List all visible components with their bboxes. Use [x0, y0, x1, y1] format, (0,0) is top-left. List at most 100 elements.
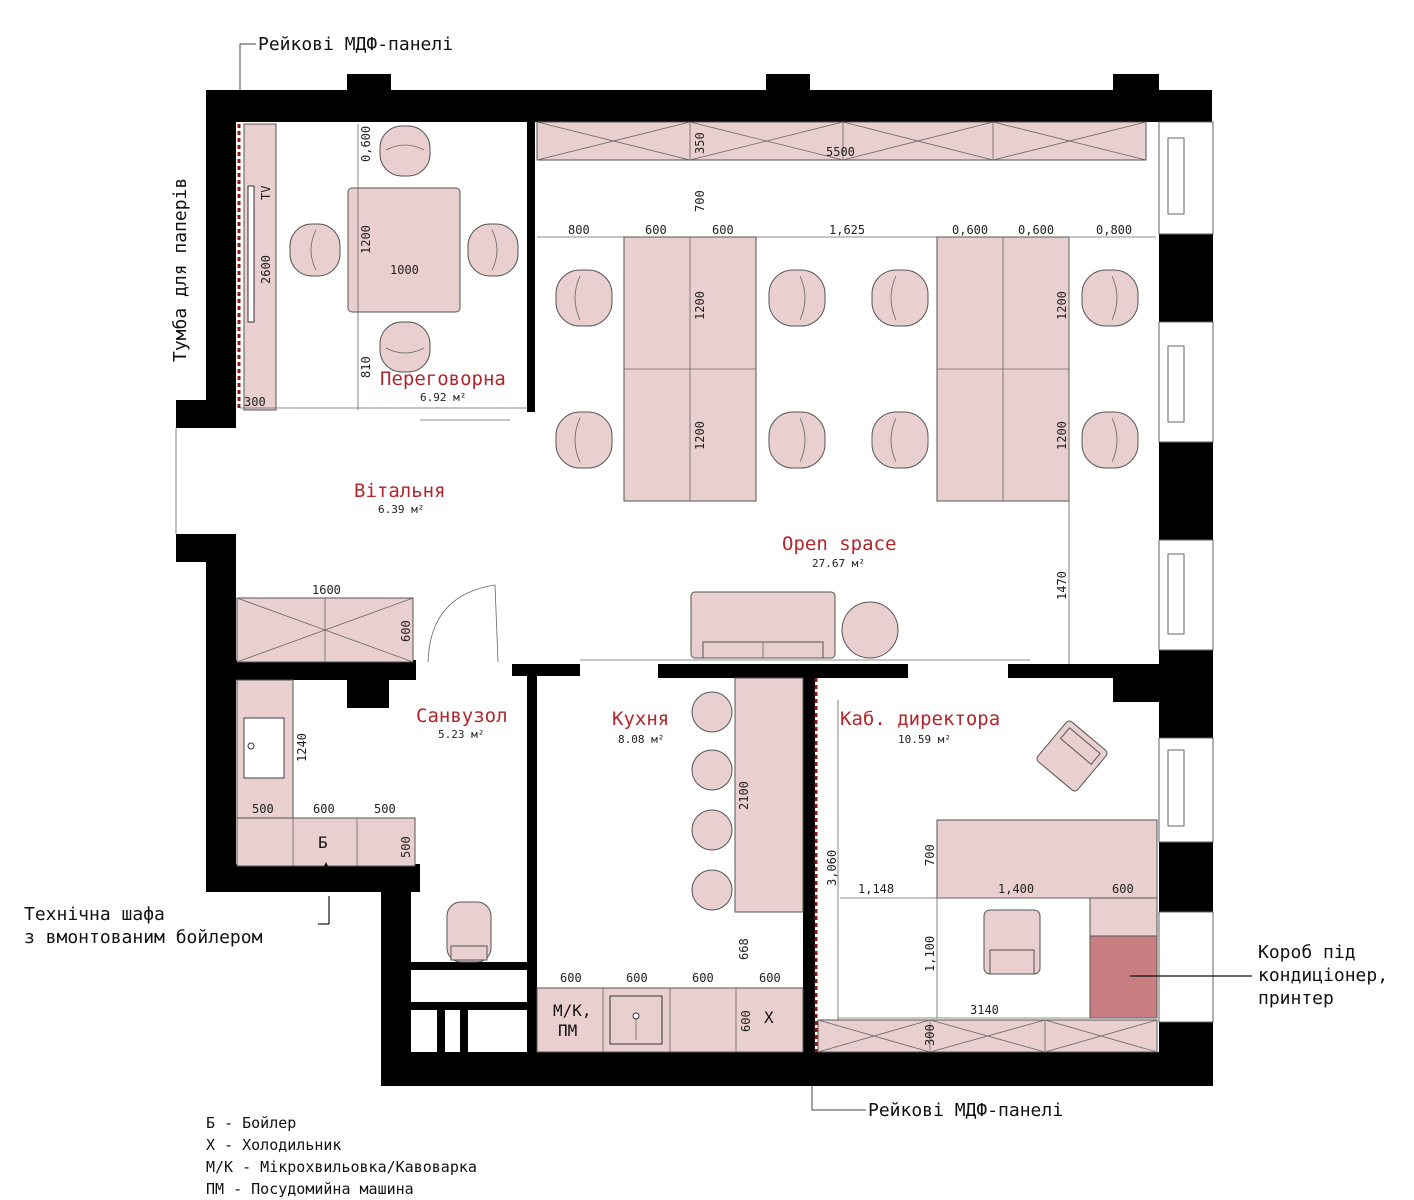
dim-wardrobe-len: 1600	[312, 583, 341, 597]
wall-kitchen-director	[803, 664, 815, 1054]
dim-k-depth: 600	[739, 1010, 753, 1032]
dim-dir-d: 700	[923, 844, 937, 866]
fridge-label: Х	[764, 1008, 774, 1027]
duct-label-1: Короб під	[1258, 942, 1356, 963]
dim-k-b: 600	[626, 971, 648, 985]
desk-return	[1089, 897, 1158, 937]
chair	[379, 125, 431, 177]
bar-stool	[691, 869, 733, 911]
window-pane	[1167, 553, 1185, 635]
closet-wall	[411, 1002, 527, 1010]
paper-cabinet-label: Тумба для паперів	[170, 178, 191, 362]
dim-dir-e: 1,100	[923, 936, 937, 972]
dim-desk-l2: 1200	[693, 421, 707, 450]
dim-meeting-wall: 2600	[259, 255, 273, 284]
wall-director-top	[1008, 664, 1118, 678]
window	[1158, 539, 1214, 651]
dim-aisle: 700	[693, 190, 707, 212]
wall-kitchen-top	[512, 664, 580, 676]
room-name-open-space: Open space	[782, 533, 896, 555]
dim-meeting-table-h: 1200	[359, 225, 373, 254]
legend: Б - Бойлер Х - Холодильник М/К - Мікрохв…	[206, 1114, 477, 1198]
legend-item: Х - Холодильник	[206, 1136, 341, 1154]
dim-k-c: 600	[692, 971, 714, 985]
legend-item: ПМ - Посудомийна машина	[206, 1180, 414, 1198]
dim-dir-wall: 3,060	[825, 850, 839, 886]
wall-right-pier	[1159, 1022, 1213, 1086]
chair	[1081, 411, 1139, 469]
tv-screen	[247, 185, 255, 323]
chair	[871, 411, 929, 469]
dim-row-b: 600	[645, 223, 667, 237]
dim-desk-l1: 1200	[693, 291, 707, 320]
legend-item: М/К - Мікрохвильовка/Кавоварка	[206, 1158, 477, 1176]
dim-bath-d: 500	[399, 836, 413, 858]
chair	[289, 223, 341, 277]
armchair	[1036, 720, 1108, 792]
dim-wardrobe-depth: 600	[399, 620, 413, 642]
dim-dir-f: 3140	[970, 1003, 999, 1017]
wall-left-lower	[381, 864, 411, 1086]
meeting-table	[347, 187, 461, 313]
dim-meeting-bottom: 810	[359, 356, 373, 378]
dim-storage-len: 5500	[826, 145, 855, 159]
chair	[555, 269, 613, 327]
wall-column	[1113, 74, 1159, 94]
window	[1158, 121, 1214, 235]
window	[1158, 911, 1214, 1023]
dim-bath-b: 600	[313, 802, 335, 816]
dim-open-right: 1470	[1055, 571, 1069, 600]
dim-desk-r2: 1200	[1055, 421, 1069, 450]
tv-label: TV	[259, 186, 273, 200]
wall-meeting-right	[527, 122, 535, 412]
director-office: 3,060 1,148 1,400 600 700 1,100 3140 300…	[814, 678, 1252, 1053]
boiler-label: Б	[318, 833, 328, 852]
room-area-open-space: 27.67 м²	[812, 557, 865, 570]
ac-duct-box	[1089, 935, 1158, 1019]
dim-desk-r1: 1200	[1055, 291, 1069, 320]
legend-item: Б - Бойлер	[206, 1114, 296, 1132]
dim-row-f: 0,600	[1018, 223, 1054, 237]
room-name-bathroom: Санвузол	[416, 705, 508, 727]
closet-wall	[437, 1010, 445, 1054]
wall-bath-kitchen	[527, 664, 537, 1054]
chair	[467, 223, 519, 277]
window	[1158, 321, 1214, 443]
director-desk	[936, 819, 1158, 899]
dim-bath-a: 500	[252, 802, 274, 816]
bath-cabinets	[236, 817, 416, 867]
microwave-label: М/К,	[553, 1001, 592, 1020]
toilet	[446, 901, 492, 963]
mdf-bottom-label: Рейкові МДФ-панелі	[868, 1100, 1063, 1121]
mdf-top-leader	[239, 43, 256, 90]
office-chair	[983, 909, 1041, 975]
window-pane	[1167, 137, 1185, 215]
wall-top	[206, 90, 1212, 122]
wall-right-pier	[1159, 234, 1213, 322]
dim-bath-sink: 1240	[295, 733, 309, 762]
window-pane	[1167, 345, 1185, 423]
wall-right-column	[1113, 664, 1173, 702]
wall-column	[347, 74, 391, 94]
dim-storage-depth: 350	[693, 132, 707, 154]
drain-icon	[632, 1012, 640, 1020]
chair	[871, 269, 929, 327]
wall-column-bath	[347, 660, 389, 708]
dim-k-a: 600	[560, 971, 582, 985]
dim-dir-g: 300	[923, 1024, 937, 1046]
room-area-director: 10.59 м²	[898, 733, 951, 746]
dim-row-e: 0,600	[952, 223, 988, 237]
tech-closet-label-2: з вмонтованим бойлером	[24, 927, 263, 948]
dim-row-c: 600	[712, 223, 734, 237]
wall-right-pier	[1159, 442, 1213, 540]
chair	[379, 321, 431, 373]
duct-label-3: принтер	[1258, 988, 1334, 1009]
faucet-icon	[247, 742, 255, 750]
dim-row-g: 0,800	[1096, 223, 1132, 237]
dim-dir-a: 1,148	[858, 882, 894, 896]
bathroom: 1240 500 600 500 500 Б Санвузол 5.23 м²	[236, 679, 508, 963]
wall-left-upper	[206, 90, 236, 412]
mdf-top-label: Рейкові МДФ-панелі	[258, 34, 453, 55]
door-swing	[427, 584, 499, 663]
